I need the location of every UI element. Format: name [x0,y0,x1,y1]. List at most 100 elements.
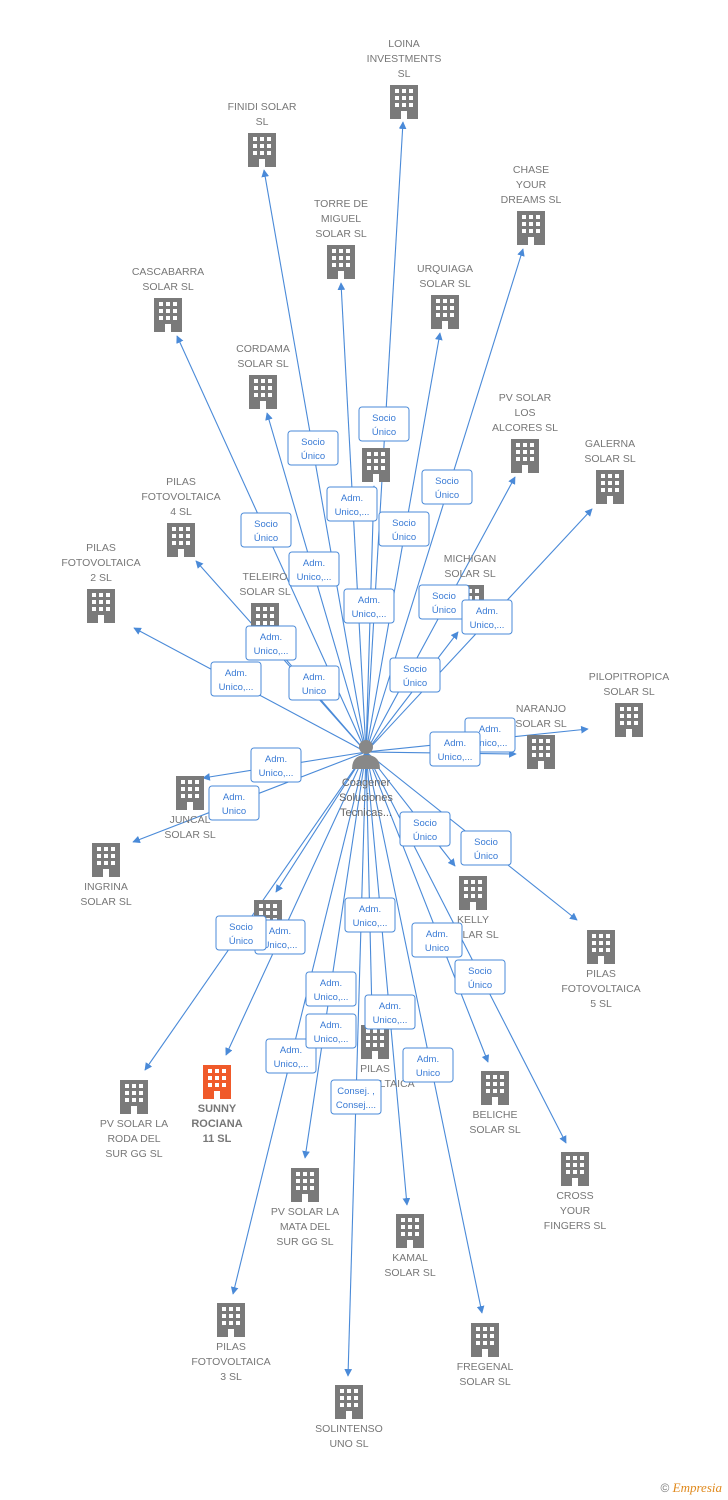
company-label-beliche[interactable]: SOLAR SL [469,1124,521,1136]
building-icon[interactable] [327,245,355,279]
company-node-pvmata[interactable]: PV SOLAR LA MATA DEL SUR GG SL [271,1168,339,1248]
building-icon[interactable] [615,703,643,737]
company-label-pilas3[interactable]: PILAS [216,1341,246,1353]
company-label-sunny[interactable]: ROCIANA [191,1118,242,1130]
company-label-pilasmid[interactable]: PILAS [360,1063,390,1075]
company-label-pvalcores[interactable]: ALCORES SL [492,422,558,434]
relation-badge[interactable]: Adm.Unico,... [210,661,262,697]
company-label-sunny[interactable]: SUNNY [198,1103,237,1115]
company-label-galerna[interactable]: SOLAR SL [584,453,636,465]
company-label-kelly[interactable]: KELLY [457,914,489,926]
company-label-juncal[interactable]: SOLAR SL [164,829,216,841]
company-label-torre[interactable]: SOLAR SL [315,228,367,240]
company-label-naranjo[interactable]: SOLAR SL [515,718,567,730]
company-label-galerna[interactable]: GALERNA [585,438,635,450]
company-label-pilas4[interactable]: 4 SL [170,506,192,518]
relation-badge[interactable]: Adm.Unico,... [461,599,513,635]
company-label-pvroda[interactable]: PV SOLAR LA [100,1118,168,1130]
company-label-chase[interactable]: DREAMS SL [501,194,562,206]
company-label-chase[interactable]: YOUR [516,179,547,191]
company-node-chase[interactable]: CHASE YOUR DREAMS SL [501,164,562,245]
building-icon[interactable] [154,298,182,332]
company-label-pilas2[interactable]: PILAS [86,542,116,554]
company-node-naranjo[interactable]: NARANJO SOLAR SL [515,703,567,769]
company-node-juncal[interactable]: JUNCAL SOLAR SL [164,776,216,841]
relation-badge[interactable]: Adm.Unico,... [326,486,378,522]
company-label-pvmata[interactable]: SUR GG SL [276,1236,333,1248]
company-label-pilas4[interactable]: PILAS [166,476,196,488]
center-person-node[interactable]: CoagenerSolucionesTecnicas... [339,740,393,819]
company-node-torre[interactable]: TORRE DE MIGUEL SOLAR SL [314,198,368,279]
company-label-solintenso[interactable]: UNO SL [329,1438,368,1450]
company-label-pilopitropica[interactable]: PILOPITROPICA [589,671,670,683]
company-label-loina[interactable]: INVESTMENTS [367,53,442,65]
company-label-pilas5[interactable]: FOTOVOLTAICA [561,983,640,995]
company-label-naranjo[interactable]: NARANJO [516,703,566,715]
building-icon[interactable] [527,735,555,769]
company-label-pvroda[interactable]: RODA DEL [107,1133,160,1145]
company-node-galerna[interactable]: GALERNA SOLAR SL [584,438,636,504]
building-icon[interactable] [459,876,487,910]
company-label-juncal[interactable]: JUNCAL [170,814,211,826]
company-label-urquiaga[interactable]: URQUIAGA [417,263,473,275]
company-label-sunny[interactable]: 11 SL [203,1133,232,1145]
company-label-cross[interactable]: FINGERS SL [544,1220,607,1232]
building-icon[interactable] [167,523,195,557]
building-icon[interactable] [217,1303,245,1337]
company-label-ingrina[interactable]: SOLAR SL [80,896,132,908]
company-node-urquiaga[interactable]: URQUIAGA SOLAR SL [417,263,473,329]
company-label-cascabarra[interactable]: CASCABARRA [132,266,204,278]
relation-badge[interactable]: Adm.Unico,... [254,919,306,955]
building-icon[interactable] [431,295,459,329]
building-icon[interactable] [87,589,115,623]
building-icon[interactable] [176,776,204,810]
relation-badge[interactable]: Adm.Unico,... [288,551,340,587]
relation-badge[interactable]: Adm.Unico [208,785,260,821]
company-label-pilas3[interactable]: FOTOVOLTAICA [191,1356,270,1368]
company-label-torre[interactable]: MIGUEL [321,213,361,225]
company-label-beliche[interactable]: BELICHE [473,1109,518,1121]
brand-logo[interactable]: Empresia [672,1480,722,1495]
relation-badge[interactable]: Adm.Unico,... [250,747,302,783]
relation-badge[interactable]: Adm.Unico,... [343,588,395,624]
company-label-chase[interactable]: CHASE [513,164,549,176]
relation-badge[interactable]: Adm.Unico,... [305,971,357,1007]
company-label-pilas2[interactable]: 2 SL [90,572,112,584]
building-icon[interactable] [561,1152,589,1186]
company-label-pvroda[interactable]: SUR GG SL [105,1148,162,1160]
building-icon[interactable] [335,1385,363,1419]
building-icon[interactable] [203,1065,231,1099]
company-label-torre[interactable]: TORRE DE [314,198,368,210]
company-label-pvmata[interactable]: PV SOLAR LA [271,1206,339,1218]
company-label-pilas5[interactable]: PILAS [586,968,616,980]
company-label-pvmata[interactable]: MATA DEL [280,1221,331,1233]
building-icon[interactable] [517,211,545,245]
building-icon[interactable] [587,930,615,964]
relation-badge[interactable]: Consej. ,Consej.... [330,1079,382,1115]
building-icon[interactable] [361,1025,389,1059]
company-label-pilas4[interactable]: FOTOVOLTAICA [141,491,220,503]
company-label-teleiro[interactable]: TELEIRO [243,571,288,583]
company-label-urquiaga[interactable]: SOLAR SL [419,278,471,290]
company-label-fregenal[interactable]: FREGENAL [457,1361,514,1373]
company-node-pvroda[interactable]: PV SOLAR LA RODA DEL SUR GG SL [100,1080,168,1160]
company-label-kamal[interactable]: KAMAL [392,1252,428,1264]
relation-badge[interactable]: Adm.Unico [288,665,340,701]
company-label-michigan[interactable]: SOLAR SL [444,568,496,580]
building-icon[interactable] [248,133,276,167]
company-label-loina[interactable]: SL [398,68,411,80]
company-node-pilas4[interactable]: PILAS FOTOVOLTAICA 4 SL [141,476,221,557]
